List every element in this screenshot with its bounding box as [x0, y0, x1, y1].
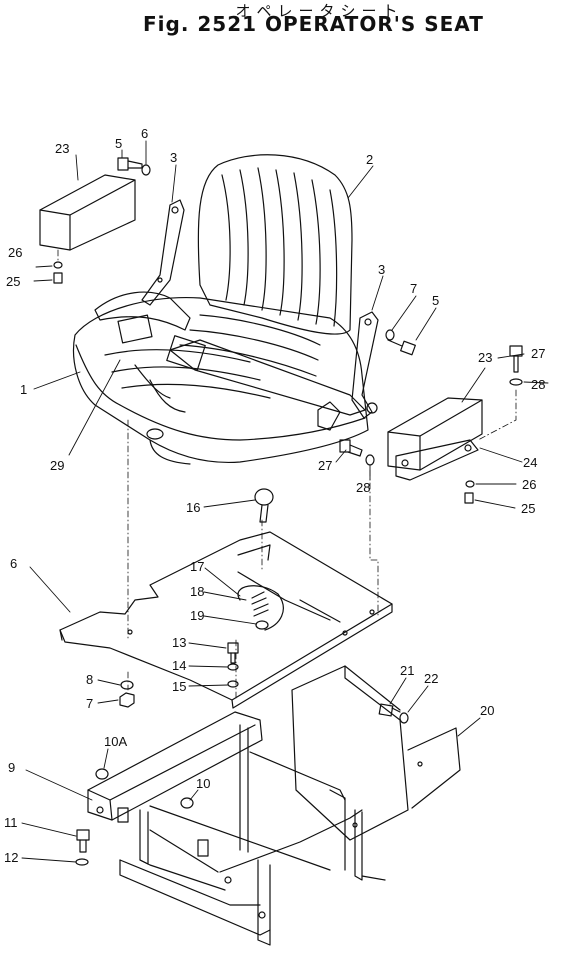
callout-28-top: 28: [531, 377, 545, 392]
side-cover-20: [291, 665, 461, 841]
figure-title: Fig. 2521 OPERATOR'S SEAT: [143, 12, 484, 36]
callout-5-left: 6: [141, 126, 148, 141]
seat-base-plate-6: [59, 531, 393, 709]
bolt-13: [227, 642, 239, 664]
callout-10A: 10A: [104, 734, 127, 749]
nut-7: [119, 692, 135, 708]
bolt-4-right: [387, 339, 416, 356]
washer-22: [399, 712, 409, 724]
callout-16: 16: [186, 500, 200, 515]
callout-25-right: 25: [521, 501, 535, 516]
bolt-25-left: [53, 272, 63, 284]
callout-13: 13: [172, 635, 186, 650]
callout-22: 22: [424, 671, 438, 686]
washer-14: [227, 663, 239, 671]
washer-12: [75, 858, 89, 866]
callout-labels: 5 6 3 23 2 3 7 5 26 25 27 28 23 24 26 25…: [4, 126, 545, 865]
armrest-pad-left: [39, 174, 136, 251]
callout-15: 15: [172, 679, 186, 694]
callout-14: 14: [172, 658, 186, 673]
callout-3-left: 3: [170, 150, 177, 165]
callout-3-right: 3: [378, 262, 385, 277]
leader-lines: [21, 140, 549, 863]
callout-25-left: 25: [6, 274, 20, 289]
armrest-bracket-24: [395, 439, 479, 481]
callout-28-lower: 28: [356, 480, 370, 495]
knob-under-seat: [146, 428, 164, 440]
callout-8: 8: [86, 672, 93, 687]
bolt-27-top: [509, 345, 523, 373]
callout-18: 18: [190, 584, 204, 599]
armrest-pad-right: [387, 397, 483, 471]
callout-10: 10: [196, 776, 210, 791]
callout-1: 1: [20, 382, 27, 397]
seat-backrest: [197, 154, 353, 335]
callout-2: 2: [366, 152, 373, 167]
washer-8: [120, 680, 134, 690]
cap-10A: [95, 768, 109, 780]
callout-4-left: 5: [115, 136, 122, 151]
bolt-11: [76, 829, 90, 853]
bolt-27-lower: [339, 439, 363, 457]
bolt-4-left: [117, 157, 143, 171]
callout-12: 12: [4, 850, 18, 865]
callout-27-top: 27: [531, 346, 545, 361]
callout-7: 7: [86, 696, 93, 711]
callout-17: 17: [190, 559, 204, 574]
callout-27-lower: 27: [318, 458, 332, 473]
callout-20: 20: [480, 703, 494, 718]
seat-frame-9: [87, 711, 386, 946]
callout-26-right: 26: [522, 477, 536, 492]
adjust-lever-16: [254, 488, 274, 523]
callout-24: 24: [523, 455, 537, 470]
bolt-25-right: [464, 492, 474, 504]
callout-9: 9: [8, 760, 15, 775]
washer-26-right: [465, 480, 475, 488]
callout-23-right: 23: [478, 350, 492, 365]
seat-bracket-left: [141, 199, 185, 306]
callout-11: 11: [4, 815, 18, 830]
seat-bracket-right: [317, 311, 379, 431]
callout-6: 6: [10, 556, 17, 571]
callout-26-left: 26: [8, 245, 22, 260]
washer-5-right: [385, 329, 395, 341]
figure-title-japanese: オペレータシート: [235, 3, 404, 20]
bolt-21: [378, 703, 401, 717]
callout-29: 29: [50, 458, 64, 473]
washer-28-lower: [365, 454, 375, 466]
washer-15: [227, 680, 239, 688]
seat-belt: [94, 291, 378, 416]
callout-19: 19: [190, 608, 204, 623]
spring-cap-19: [255, 620, 269, 630]
washer-5-left: [141, 164, 151, 176]
washer-26-left: [53, 261, 63, 269]
callout-23-left: 23: [55, 141, 69, 156]
seat-cushion: [72, 297, 369, 465]
cap-10: [180, 797, 194, 809]
spring-17: [237, 585, 284, 631]
callout-21: 21: [400, 663, 414, 678]
callout-4-right: 5: [432, 293, 439, 308]
assembly-lines: [57, 249, 517, 701]
washer-28-top: [509, 378, 523, 386]
callout-5-right: 7: [410, 281, 417, 296]
